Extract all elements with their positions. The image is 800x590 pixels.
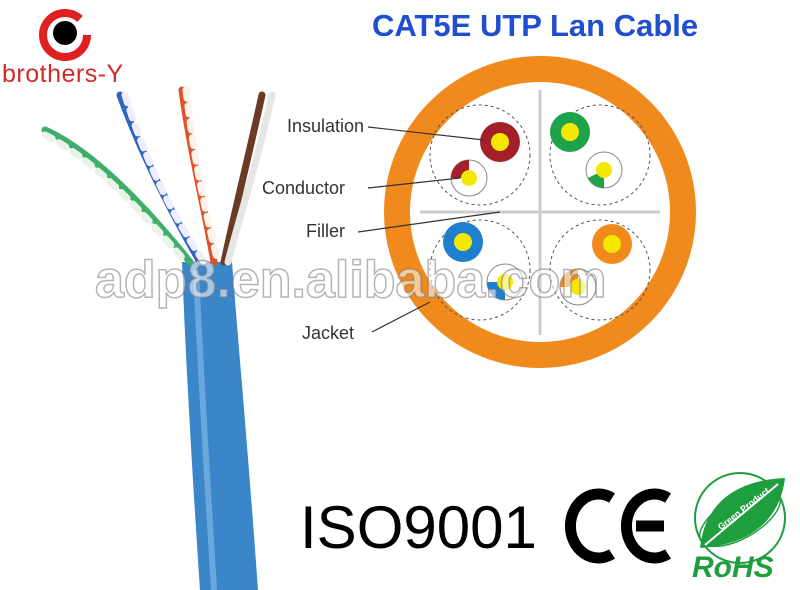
ce-mark-icon xyxy=(565,488,671,564)
label-jacket: Jacket xyxy=(302,323,355,343)
iso-certification: ISO9001 xyxy=(300,494,537,561)
cable-cross-section xyxy=(384,56,696,368)
cable-jacket xyxy=(182,262,258,590)
rohs-logo-icon xyxy=(694,472,786,564)
label-conductor: Conductor xyxy=(262,178,346,198)
twisted-pairs xyxy=(41,86,276,266)
label-insulation: Insulation xyxy=(287,116,365,136)
rohs-label: RoHS xyxy=(692,551,774,584)
leader-lines xyxy=(357,126,501,333)
watermark: adp8.en.alibaba.com xyxy=(94,250,607,310)
brand-logo-icon xyxy=(39,9,91,61)
brand-name: brothers-Y xyxy=(2,60,124,88)
label-filler: Filler xyxy=(306,221,345,241)
product-title: CAT5E UTP Lan Cable xyxy=(372,8,699,43)
